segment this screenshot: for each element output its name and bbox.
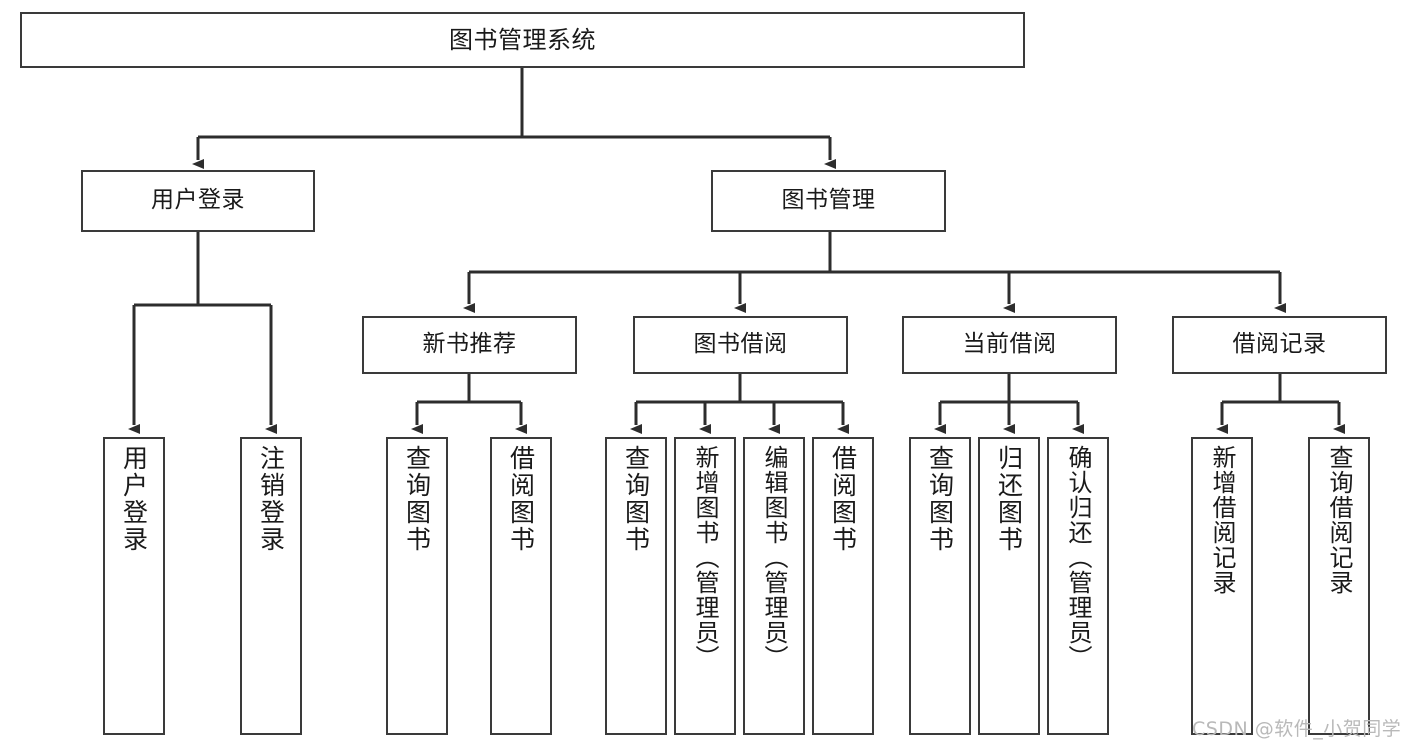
node-current-borrow[interactable]: 当前借阅 [902, 316, 1117, 374]
node-label: 用户登录 [151, 187, 245, 214]
leaf-user-login-logout[interactable]: 注销登录 [240, 437, 302, 735]
node-user-login[interactable]: 用户登录 [81, 170, 315, 232]
node-book-management[interactable]: 图书管理 [711, 170, 946, 232]
node-new-book-recommend[interactable]: 新书推荐 [362, 316, 577, 374]
leaf-new-book-query[interactable]: 查询图书 [386, 437, 448, 735]
leaf-book-borrow-query[interactable]: 查询图书 [605, 437, 667, 735]
node-label: 确认归还（管理员） [1064, 445, 1092, 670]
node-label: 注销登录 [256, 445, 286, 553]
node-label: 查询图书 [621, 445, 651, 553]
node-label: 查询借阅记录 [1325, 445, 1353, 595]
leaf-borrow-record-query[interactable]: 查询借阅记录 [1308, 437, 1370, 735]
node-label: 编辑图书（管理员） [760, 445, 788, 670]
node-label: 归还图书 [994, 445, 1024, 553]
leaf-current-borrow-return[interactable]: 归还图书 [978, 437, 1040, 735]
node-label: 用户登录 [119, 445, 149, 553]
node-label: 图书管理系统 [449, 25, 596, 54]
leaf-book-borrow-add[interactable]: 新增图书（管理员） [674, 437, 736, 735]
node-label: 新增借阅记录 [1208, 445, 1236, 595]
node-label: 当前借阅 [962, 331, 1057, 358]
node-label: 图书管理 [781, 187, 876, 214]
node-label: 借阅图书 [828, 445, 858, 553]
node-label: 图书借阅 [693, 331, 788, 358]
node-label: 查询图书 [402, 445, 432, 553]
leaf-user-login-login[interactable]: 用户登录 [103, 437, 165, 735]
node-borrow-record[interactable]: 借阅记录 [1172, 316, 1387, 374]
leaf-new-book-borrow[interactable]: 借阅图书 [490, 437, 552, 735]
leaf-book-borrow-borrow[interactable]: 借阅图书 [812, 437, 874, 735]
node-book-borrow[interactable]: 图书借阅 [633, 316, 848, 374]
node-label: 查询图书 [925, 445, 955, 553]
node-label: 新增图书（管理员） [691, 445, 719, 670]
node-root-system[interactable]: 图书管理系统 [20, 12, 1025, 68]
leaf-current-borrow-confirm[interactable]: 确认归还（管理员） [1047, 437, 1109, 735]
leaf-borrow-record-add[interactable]: 新增借阅记录 [1191, 437, 1253, 735]
node-label: 新书推荐 [422, 331, 517, 358]
node-label: 借阅记录 [1232, 331, 1327, 358]
leaf-current-borrow-query[interactable]: 查询图书 [909, 437, 971, 735]
node-label: 借阅图书 [506, 445, 536, 553]
leaf-book-borrow-edit[interactable]: 编辑图书（管理员） [743, 437, 805, 735]
